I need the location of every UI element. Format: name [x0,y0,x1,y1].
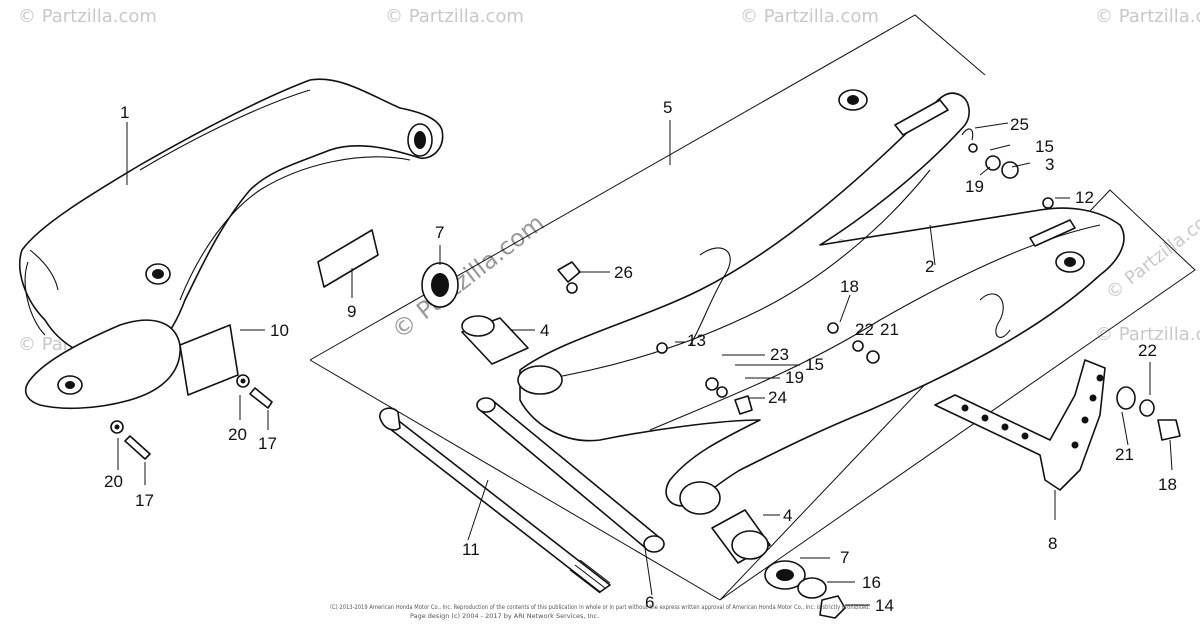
label-plate-part [317,229,379,288]
seal-lower-part [764,560,806,590]
callout-13: 13 [687,331,706,350]
callout-2: 2 [925,257,934,276]
callout-20-mid: 20 [228,425,247,444]
callout-6: 6 [645,593,654,612]
bolt-left-set [110,420,151,460]
callout-17-left: 17 [135,491,154,510]
callout-16: 16 [862,573,881,592]
callout-20-left: 20 [104,472,123,491]
footer-page-design: Page design (c) 2004 - 2017 by ARI Netwo… [410,612,599,620]
callout-18-right: 18 [1158,475,1177,494]
watermark-mid-right: © Partzilla.com [1095,324,1200,345]
callout-21-center: 21 [880,320,899,339]
pivot-bolt-part [379,407,611,594]
gasket-part [179,324,239,396]
watermark-top-center-left: © Partzilla.com [385,6,524,27]
watermark-top-center-right: © Partzilla.com [740,6,879,27]
watermark-top-right: © Partzilla.com [1095,6,1200,27]
watermark-top-left: © Partzilla.com [18,6,157,27]
swingarm-part [517,89,1125,515]
callout-15-top: 15 [1035,137,1054,156]
callout-12: 12 [1075,188,1094,207]
callout-10: 10 [270,321,289,340]
callout-3: 3 [1045,155,1054,174]
bolt-18-right-part [1157,419,1181,441]
bushing-upper-part [461,315,529,365]
callout-19-mid: 19 [785,368,804,387]
bushing-lower-part [711,509,771,564]
bracket-part [934,359,1106,491]
callout-25: 25 [1010,115,1029,134]
callout-labels: 1 2 3 4 4 5 6 7 7 8 9 10 11 12 13 14 15 … [104,98,1177,615]
callout-8: 8 [1048,534,1057,553]
callout-7-lower: 7 [840,548,849,567]
callout-23: 23 [770,345,789,364]
leader-lines [117,120,1173,606]
grease-fitting-part [557,261,581,294]
callout-24: 24 [768,388,787,407]
callout-4-upper: 4 [540,321,549,340]
collar-part [476,397,665,553]
callout-21-right: 21 [1115,445,1134,464]
callout-17-mid: 17 [258,434,277,453]
chain-case-part [18,78,444,410]
callout-22-center: 22 [855,320,874,339]
callout-15-mid: 15 [805,355,824,374]
callout-18-center: 18 [840,277,859,296]
assembly-box [309,14,1196,601]
nut-14-part [819,595,846,619]
callout-4-lower: 4 [783,506,792,525]
callout-7-upper: 7 [435,223,444,242]
callout-5: 5 [663,98,672,117]
seal-upper-part [421,262,459,308]
callout-1: 1 [120,103,129,122]
callout-26: 26 [614,263,633,282]
callout-19-top: 19 [965,177,984,196]
hardware-cluster [656,128,1054,415]
callout-22-right: 22 [1138,341,1157,360]
washer-21-right-part [1116,386,1136,410]
footer-copyright: (C) 2013-2019 American Honda Motor Co., … [330,603,870,611]
washer-22-right-part [1139,399,1155,417]
callout-14: 14 [875,596,894,615]
callout-9: 9 [347,302,356,321]
bolt-mid-set [236,374,273,409]
callout-11: 11 [462,540,480,559]
washer-16-part [797,577,827,599]
